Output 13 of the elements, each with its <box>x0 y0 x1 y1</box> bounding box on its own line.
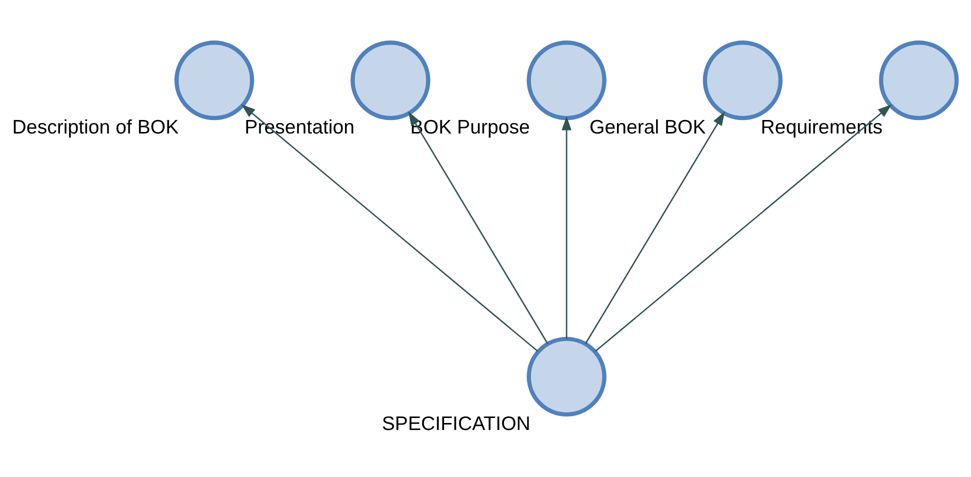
node-circle <box>879 40 959 120</box>
node-circle <box>702 40 783 120</box>
node-circle <box>526 336 606 416</box>
node-label: Description of BOK <box>12 116 179 138</box>
arrow <box>584 111 725 344</box>
node-circle <box>526 40 606 120</box>
arrow <box>408 111 548 344</box>
node-circle <box>350 40 430 120</box>
arrow <box>562 116 572 338</box>
node-label: SPECIFICATION <box>382 412 530 435</box>
node-label: General BOK <box>589 116 706 138</box>
arrow <box>241 104 538 352</box>
arrow <box>594 104 892 352</box>
